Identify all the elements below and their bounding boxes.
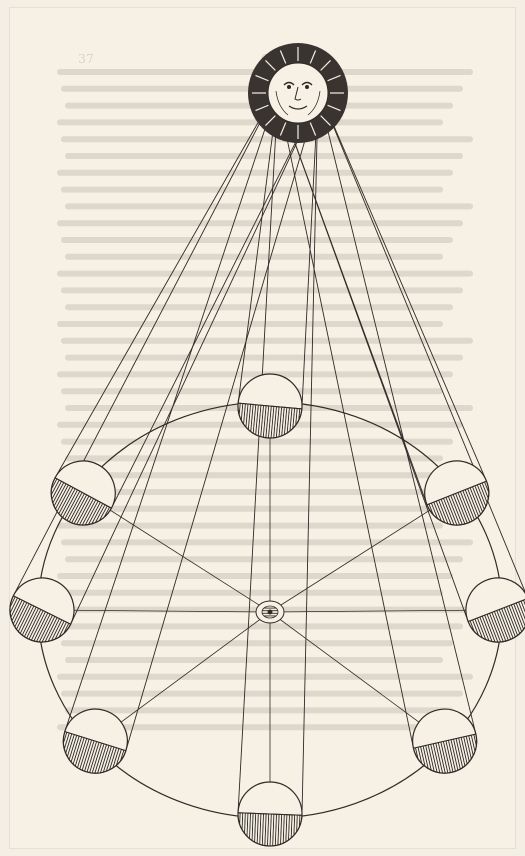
sun-ray-lines (13, 84, 525, 816)
earth-icon (256, 601, 284, 623)
sun-ray-left (71, 102, 316, 624)
sun-ray-bottom (238, 92, 278, 813)
moon-top (235, 371, 304, 440)
moon-bottom (237, 781, 303, 847)
moon-left (0, 567, 85, 653)
moon-right (457, 569, 525, 652)
sun-ray-bottom (302, 94, 318, 815)
moon-upper-right (415, 451, 498, 534)
sun-ray-lower-right (318, 89, 476, 734)
sun-face-icon (248, 43, 348, 143)
